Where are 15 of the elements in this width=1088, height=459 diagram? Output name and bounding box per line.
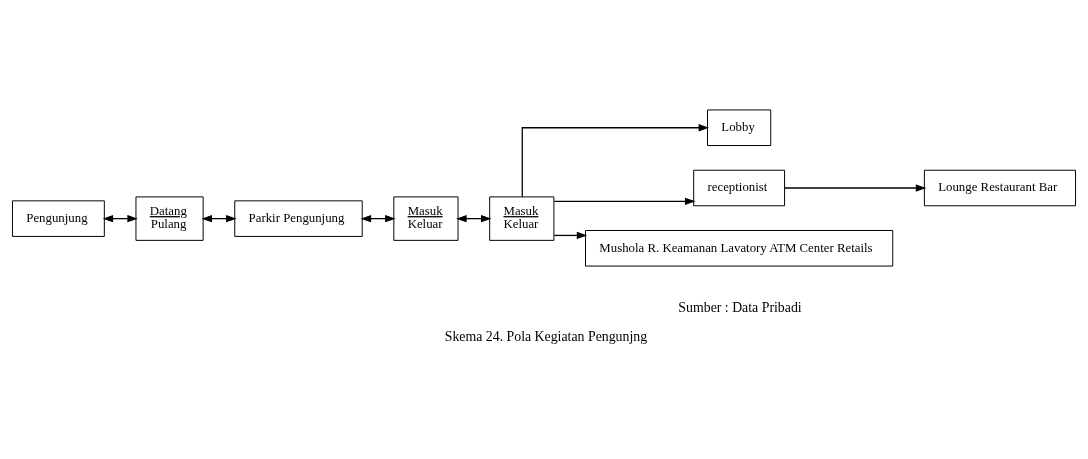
- node-box: Datang Pulang: [135, 196, 204, 241]
- node-box: Parkir Pengunjung: [234, 200, 363, 237]
- arrow: [553, 231, 588, 240]
- node-box: Lobby: [707, 109, 772, 146]
- node-box: Masuk Keluar: [489, 196, 555, 241]
- node-box: Pengunjung: [11, 200, 105, 237]
- node-box: Lounge Restaurant Bar: [923, 169, 1077, 207]
- arrow: [553, 197, 696, 205]
- node-box: Masuk Keluar: [393, 196, 459, 241]
- label: Sumber : Data Pribadi: [678, 300, 802, 316]
- node-box: Mushola R. Keamanan Lavatory ATM Center Retails: [585, 230, 894, 267]
- node-box: receptionist: [693, 169, 786, 207]
- arrow: [521, 124, 710, 198]
- caption: Skema 24. Pola Kegiatan Pengunjng: [444, 329, 648, 345]
- arrow: [784, 184, 927, 192]
